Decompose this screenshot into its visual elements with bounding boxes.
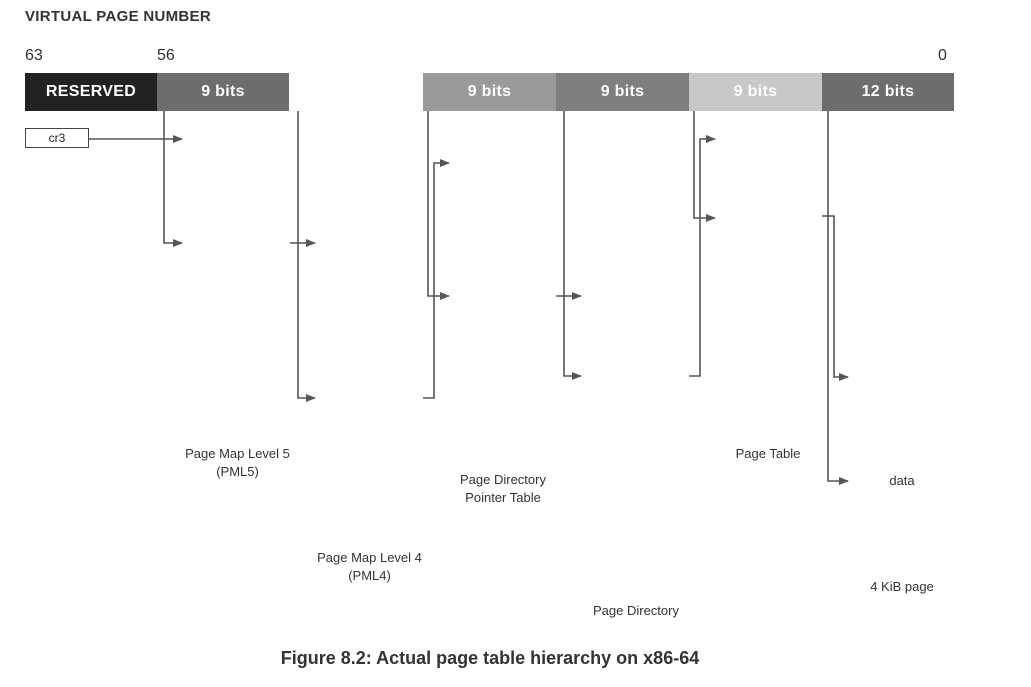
label-pml4: Page Map Level 4 (PML4) bbox=[292, 549, 447, 585]
label-pml5-line1: Page Map Level 5 bbox=[185, 446, 290, 461]
label-4kib-page: 4 KiB page bbox=[870, 579, 934, 594]
arrow-pml5-index bbox=[163, 111, 183, 247]
bit-number-63: 63 bbox=[25, 47, 43, 64]
label-pml5-line2: (PML5) bbox=[216, 464, 259, 479]
arrow-pt-entry bbox=[822, 215, 849, 381]
segment-reserved: RESERVED bbox=[25, 73, 157, 111]
arrow-pml4-entry bbox=[423, 159, 450, 399]
segment-pt-bits: 9 bits bbox=[689, 73, 822, 111]
label-pd: Page Directory bbox=[593, 603, 679, 618]
label-pml4-line2: (PML4) bbox=[348, 568, 391, 583]
arrow-pd-entry bbox=[689, 135, 716, 377]
segment-pml5-bits: 9 bits bbox=[157, 73, 289, 111]
cr3-register: cr3 bbox=[25, 128, 89, 148]
label-pt: Page Table bbox=[735, 446, 801, 461]
bit-number-56: 56 bbox=[157, 47, 175, 64]
arrow-pt-index bbox=[693, 111, 716, 222]
label-pml5: Page Map Level 5 (PML5) bbox=[160, 445, 315, 481]
label-data: data bbox=[889, 473, 915, 488]
label-pml4-line1: Page Map Level 4 bbox=[317, 550, 422, 565]
label-pdpt-line2: Pointer Table bbox=[465, 490, 541, 505]
segment-pdpt-bits: 9 bits bbox=[423, 73, 556, 111]
bit-number-0: 0 bbox=[938, 47, 947, 64]
segment-pml4-bits bbox=[289, 73, 423, 111]
arrow-pml4-index bbox=[297, 111, 316, 402]
diagram-title: VIRTUAL PAGE NUMBER bbox=[25, 8, 211, 25]
arrow-offset bbox=[827, 111, 849, 485]
figure-caption: Figure 8.2: Actual page table hierarchy … bbox=[280, 648, 700, 668]
arrow-pd-index bbox=[563, 111, 582, 380]
label-pdpt-line1: Page Directory bbox=[460, 472, 546, 487]
arrow-pdpt-index bbox=[427, 111, 450, 300]
label-pdpt: Page Directory Pointer Table bbox=[428, 471, 578, 507]
segment-offset-bits: 12 bits bbox=[822, 73, 954, 111]
segment-pd-bits: 9 bits bbox=[556, 73, 689, 111]
